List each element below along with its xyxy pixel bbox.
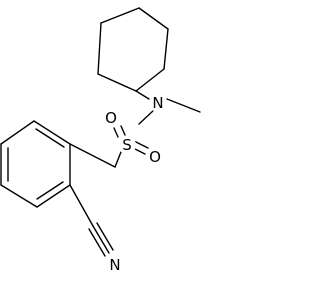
bond — [88, 228, 106, 257]
bond — [100, 7, 140, 24]
nitrogen-amine-label: N — [152, 94, 163, 112]
bond — [33, 120, 71, 145]
bond — [114, 151, 122, 168]
bond — [96, 222, 114, 251]
atom-mask — [149, 94, 167, 112]
sulfur-label: S — [122, 136, 132, 154]
atom-mask — [118, 136, 136, 154]
bond — [135, 90, 150, 100]
oxygen-right-label: O — [149, 148, 161, 166]
bond — [69, 184, 94, 227]
bond — [163, 28, 169, 70]
bond — [133, 140, 149, 149]
benzene-ring — [0, 120, 71, 208]
atom-labels: N S O O N — [102, 94, 167, 274]
cyclohexyl-ring — [97, 7, 169, 92]
oxygen-top-label: O — [105, 109, 117, 127]
bond — [113, 127, 119, 138]
bond — [138, 7, 169, 30]
bond — [120, 125, 126, 136]
bond — [135, 68, 165, 92]
bond — [0, 184, 38, 208]
bond — [92, 225, 110, 254]
bond — [69, 143, 116, 168]
bond — [97, 22, 102, 75]
atom-mask — [146, 148, 164, 166]
molecule-structure: N S O O N — [0, 7, 201, 274]
nitrogen-nitrile-label: N — [109, 256, 120, 274]
bond — [166, 98, 201, 113]
bond — [36, 184, 71, 208]
bond — [36, 181, 64, 200]
bond — [97, 73, 137, 92]
nitrile-group — [69, 184, 114, 257]
bond — [35, 128, 65, 148]
atom-mask — [102, 109, 120, 127]
bond — [0, 120, 35, 145]
sulfonamide-bonds — [69, 90, 201, 168]
atom-mask — [106, 256, 124, 274]
bond — [138, 109, 155, 125]
